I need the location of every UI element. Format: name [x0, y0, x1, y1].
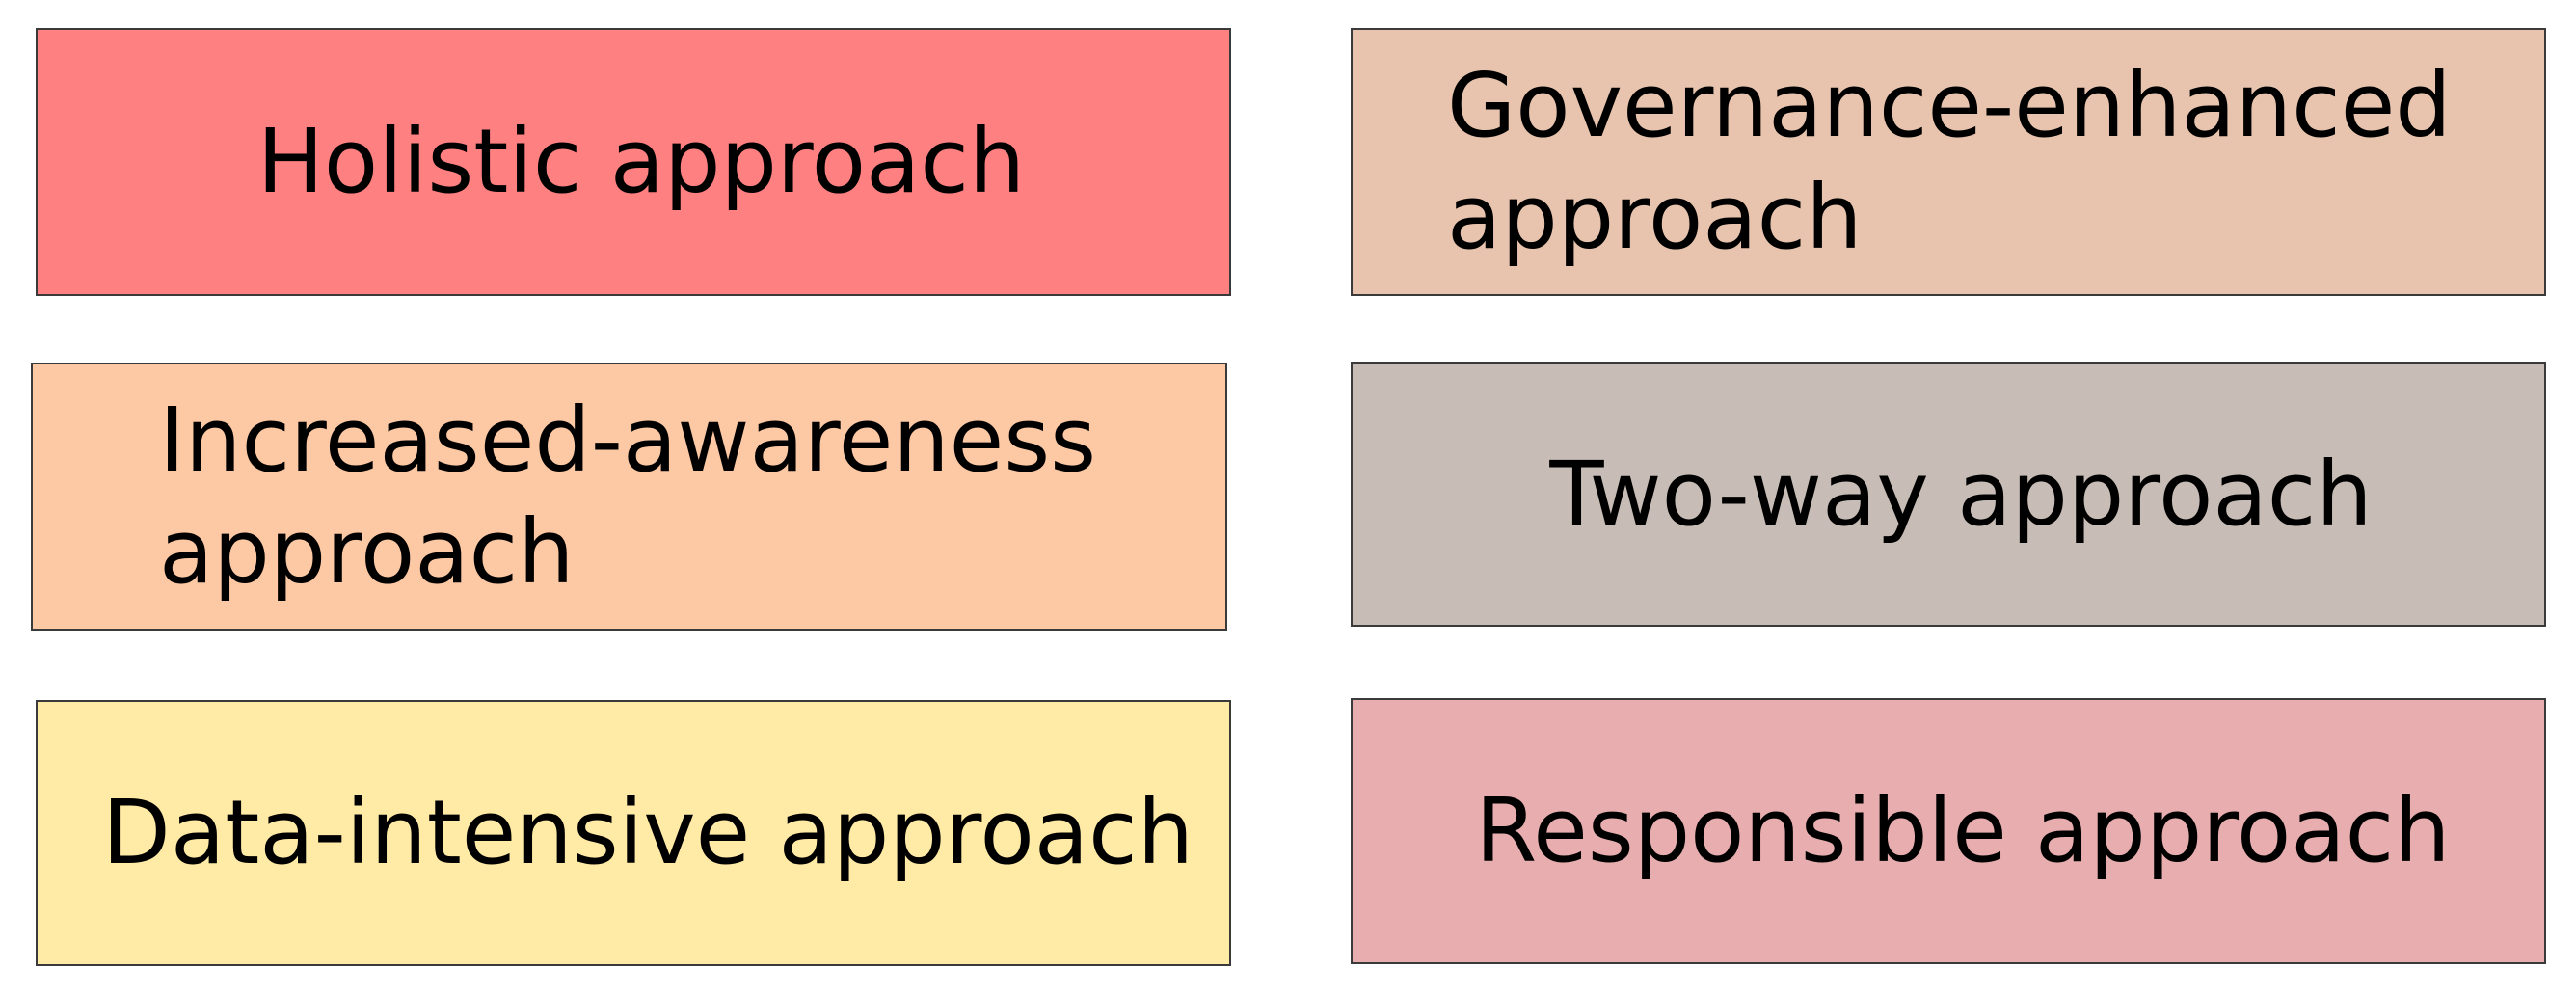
box-label: Holistic approach [256, 110, 1026, 214]
box-two-way-approach: Two-way approach [1351, 362, 2546, 627]
box-label: Data-intensive approach [101, 781, 1194, 885]
box-label: Governance-enhanced approach [1447, 54, 2452, 269]
box-governance-enhanced-approach: Governance-enhanced approach [1351, 28, 2546, 296]
box-label: Responsible approach [1475, 779, 2451, 883]
box-increased-awareness-approach: Increased-awareness approach [31, 363, 1227, 631]
box-label: Two-way approach [1549, 442, 2373, 546]
box-responsible-approach: Responsible approach [1351, 698, 2546, 964]
box-label: Increased-awareness approach [159, 389, 1097, 604]
box-data-intensive-approach: Data-intensive approach [36, 700, 1231, 966]
box-holistic-approach: Holistic approach [36, 28, 1231, 296]
